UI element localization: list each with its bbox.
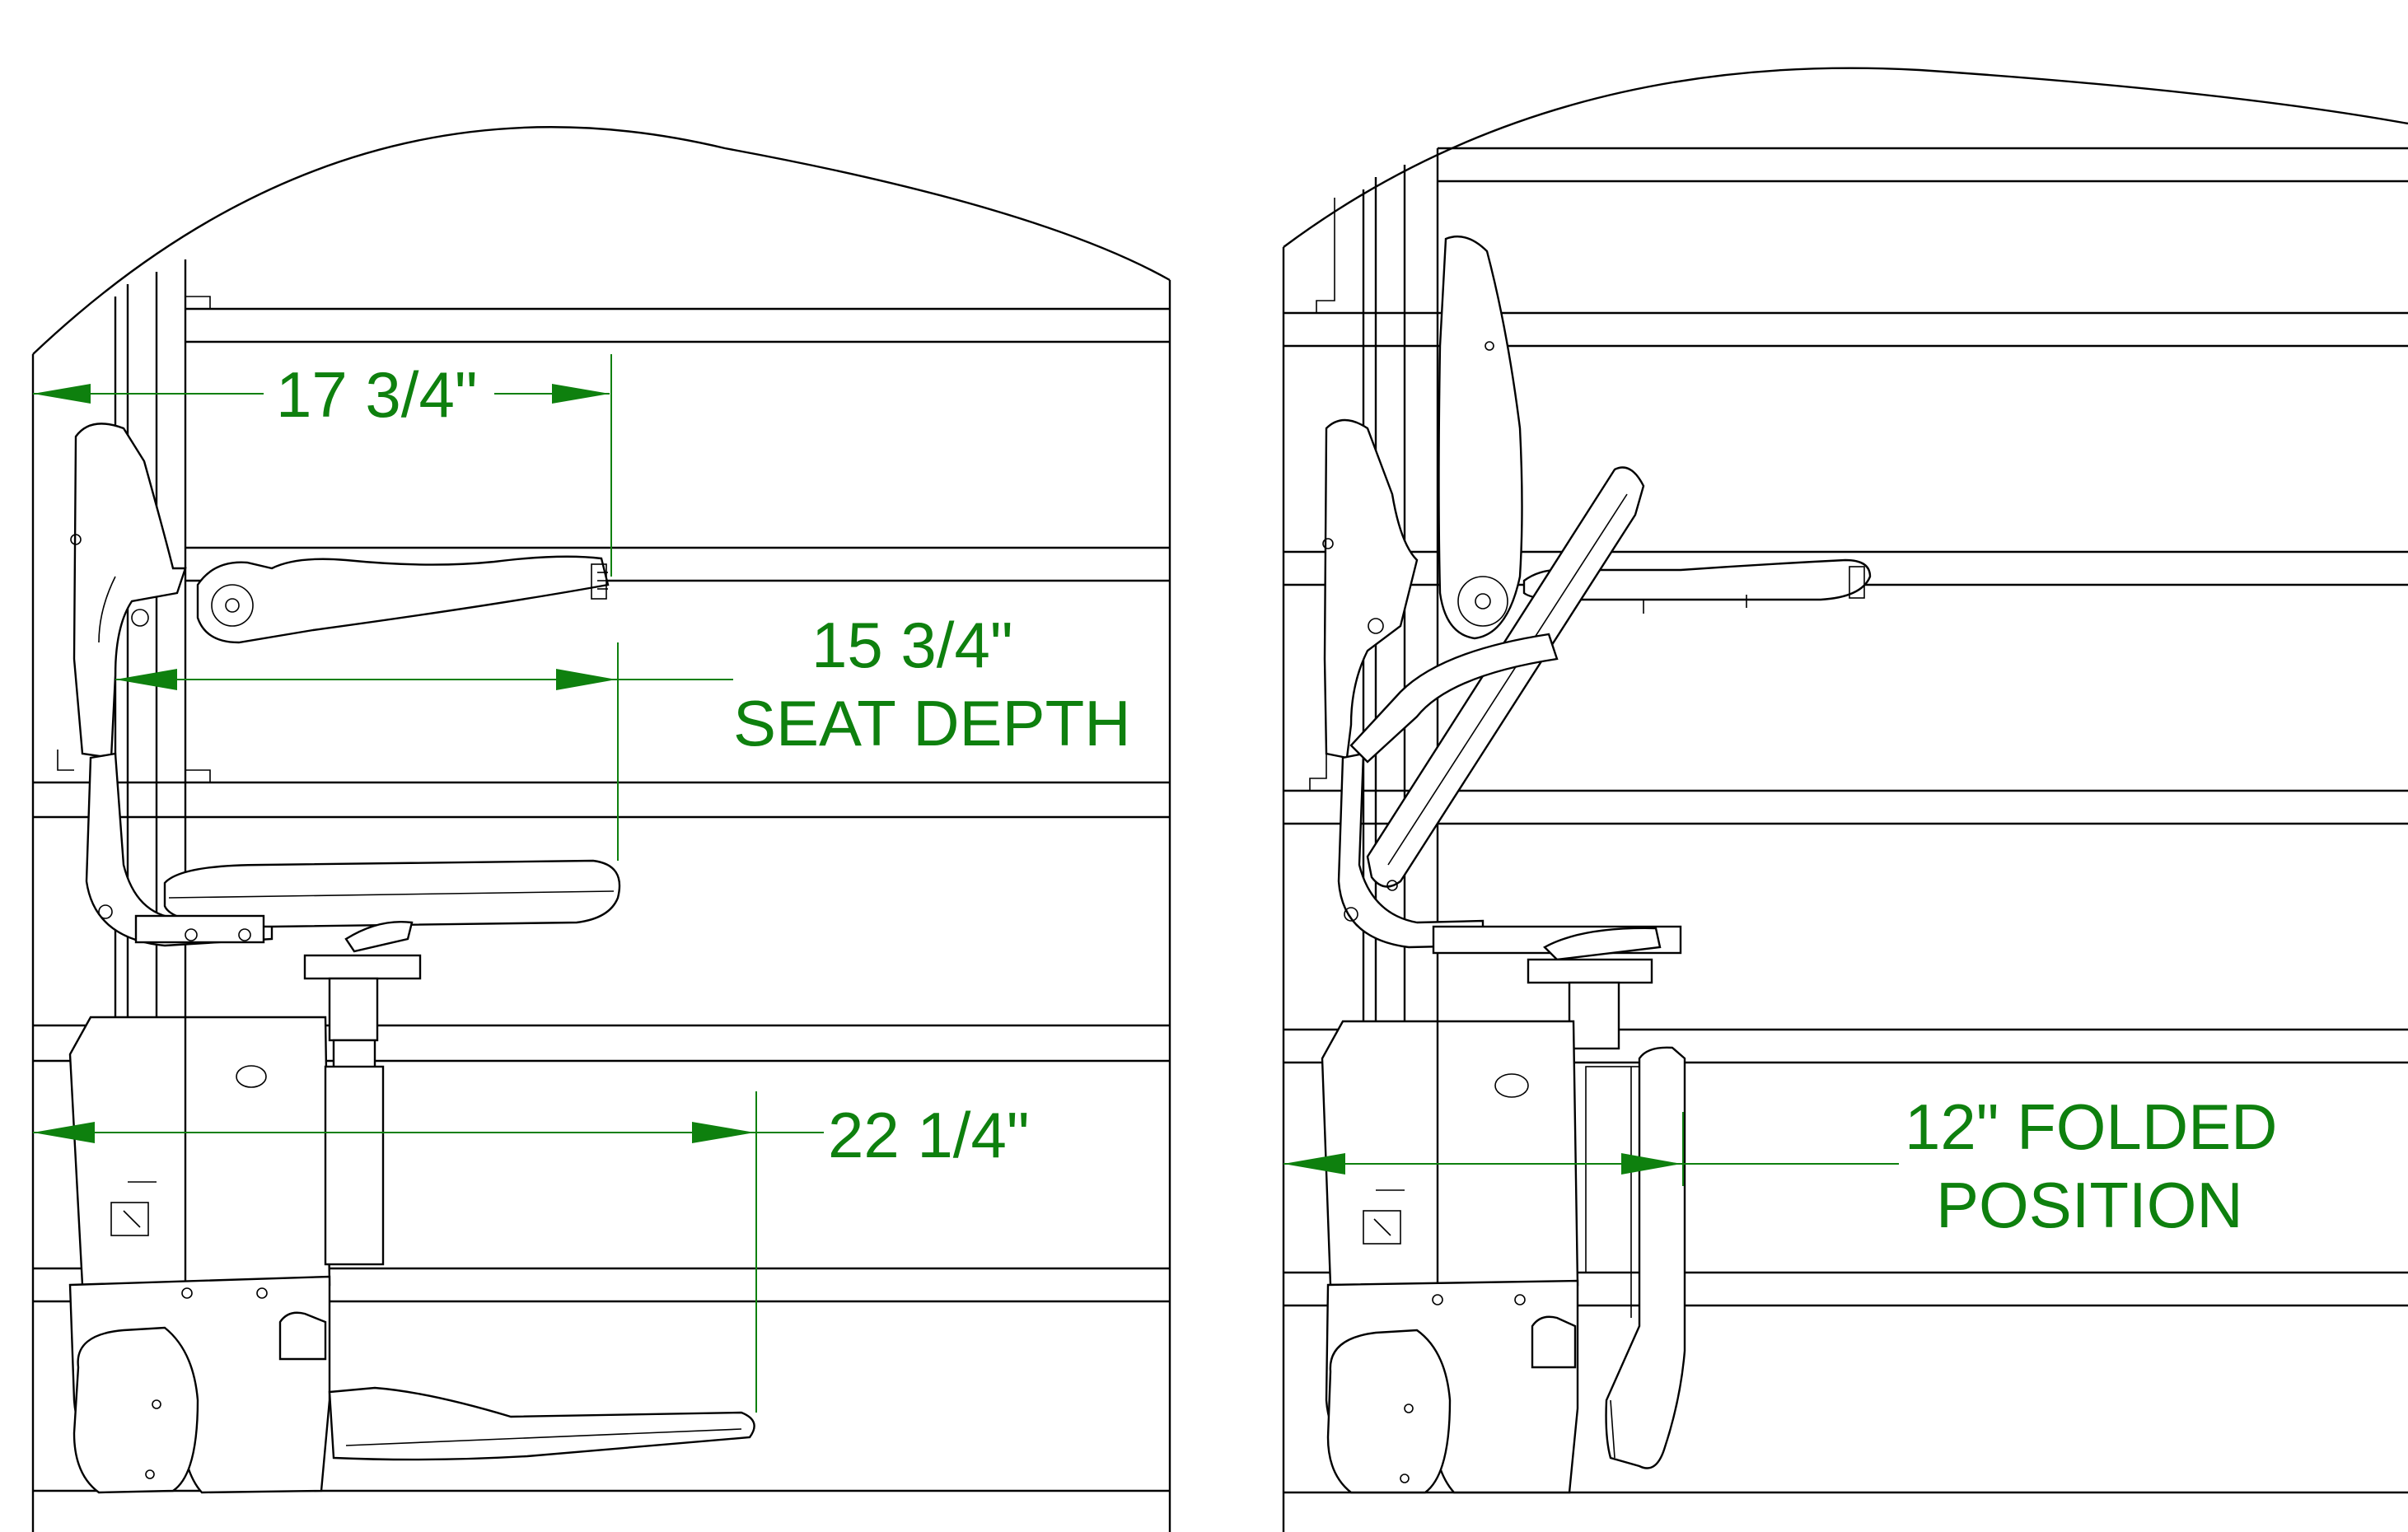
dim-15-3-4-arrow-right — [556, 669, 616, 690]
right-backrest — [1322, 418, 1419, 759]
left-footrest — [328, 1386, 755, 1461]
dim-seat-depth-value: 15 3/4" — [811, 609, 1013, 681]
dim-12-folded-arrow-right — [1621, 1153, 1681, 1175]
left-armrest — [196, 555, 610, 644]
dim-seat-depth-label: SEAT DEPTH — [733, 687, 1131, 759]
dim-overall-arm-label: 17 3/4" — [276, 358, 478, 431]
dim-overall-depth-label: 22 1/4" — [828, 1099, 1030, 1171]
right-swivel — [1432, 925, 1682, 1050]
right-carriage — [1321, 1020, 1579, 1494]
dim-17-3-4-arrow-right — [552, 384, 610, 404]
left-backrest — [70, 423, 187, 759]
left-carriage — [68, 1016, 385, 1494]
right-dimensions — [1283, 1112, 1899, 1186]
left-dimensions — [33, 354, 824, 1413]
right-view-folded: 12" FOLDED POSITION — [1282, 67, 2408, 1532]
dim-22-1-4-arrow-right — [692, 1122, 755, 1143]
dim-folded-label: POSITION — [1936, 1169, 2243, 1241]
dim-12-folded-arrow-left — [1283, 1153, 1345, 1175]
right-armrest-folded — [1438, 235, 1523, 640]
dim-17-3-4-arrow-left — [33, 384, 91, 404]
dim-folded-value: 12" FOLDED — [1905, 1091, 2278, 1163]
left-seat — [85, 752, 621, 1079]
dim-15-3-4-arrow-left — [115, 669, 177, 690]
right-footrest-folded — [1585, 1046, 1686, 1469]
right-seat-folded — [1366, 466, 1645, 891]
dim-22-1-4-arrow-left — [33, 1122, 95, 1143]
left-view-unfolded: 17 3/4" 15 3/4" SEAT DEPTH 22 1/4" — [31, 126, 1171, 1532]
